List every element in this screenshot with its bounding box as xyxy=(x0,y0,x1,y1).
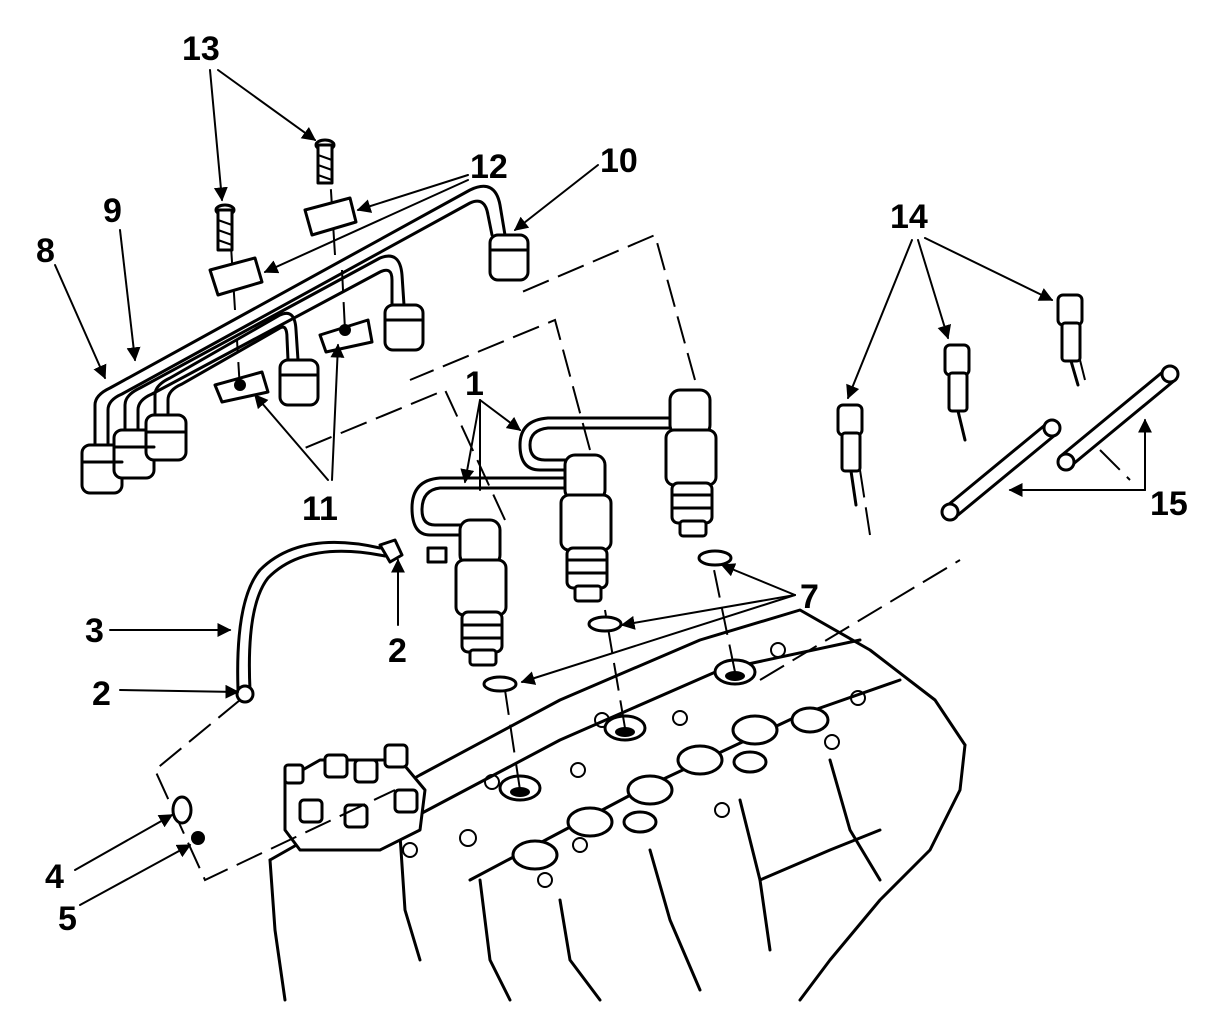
callout-2-lower: 2 xyxy=(92,675,111,713)
callout-5: 5 xyxy=(58,900,77,938)
leader-lines xyxy=(54,69,1152,906)
callout-8: 8 xyxy=(36,232,55,270)
leak-off-line xyxy=(410,416,672,564)
injector-2 xyxy=(559,453,623,633)
cylinder-head xyxy=(268,608,967,1002)
callout-12: 12 xyxy=(470,148,508,186)
callout-11: 11 xyxy=(302,490,338,528)
callout-13: 13 xyxy=(182,30,220,68)
return-line xyxy=(235,538,404,704)
callout-3: 3 xyxy=(85,612,104,650)
clamp-bolts xyxy=(214,138,336,252)
callout-4: 4 xyxy=(45,858,64,896)
injection-lines xyxy=(80,184,530,495)
injector-3 xyxy=(664,388,733,567)
callout-7: 7 xyxy=(800,578,819,616)
washer-and-nut xyxy=(171,795,205,845)
callout-15: 15 xyxy=(1150,485,1188,523)
callout-10: 10 xyxy=(600,142,638,180)
glow-plugs xyxy=(836,293,1084,507)
injector-1 xyxy=(454,518,518,693)
bus-bars xyxy=(940,364,1180,522)
callout-labels: 13 12 10 9 8 11 1 2 3 2 4 5 7 14 15 xyxy=(36,30,1188,938)
callout-1: 1 xyxy=(465,365,484,403)
callout-14: 14 xyxy=(890,198,928,236)
callout-9: 9 xyxy=(103,192,122,230)
callout-2-upper: 2 xyxy=(388,632,407,670)
